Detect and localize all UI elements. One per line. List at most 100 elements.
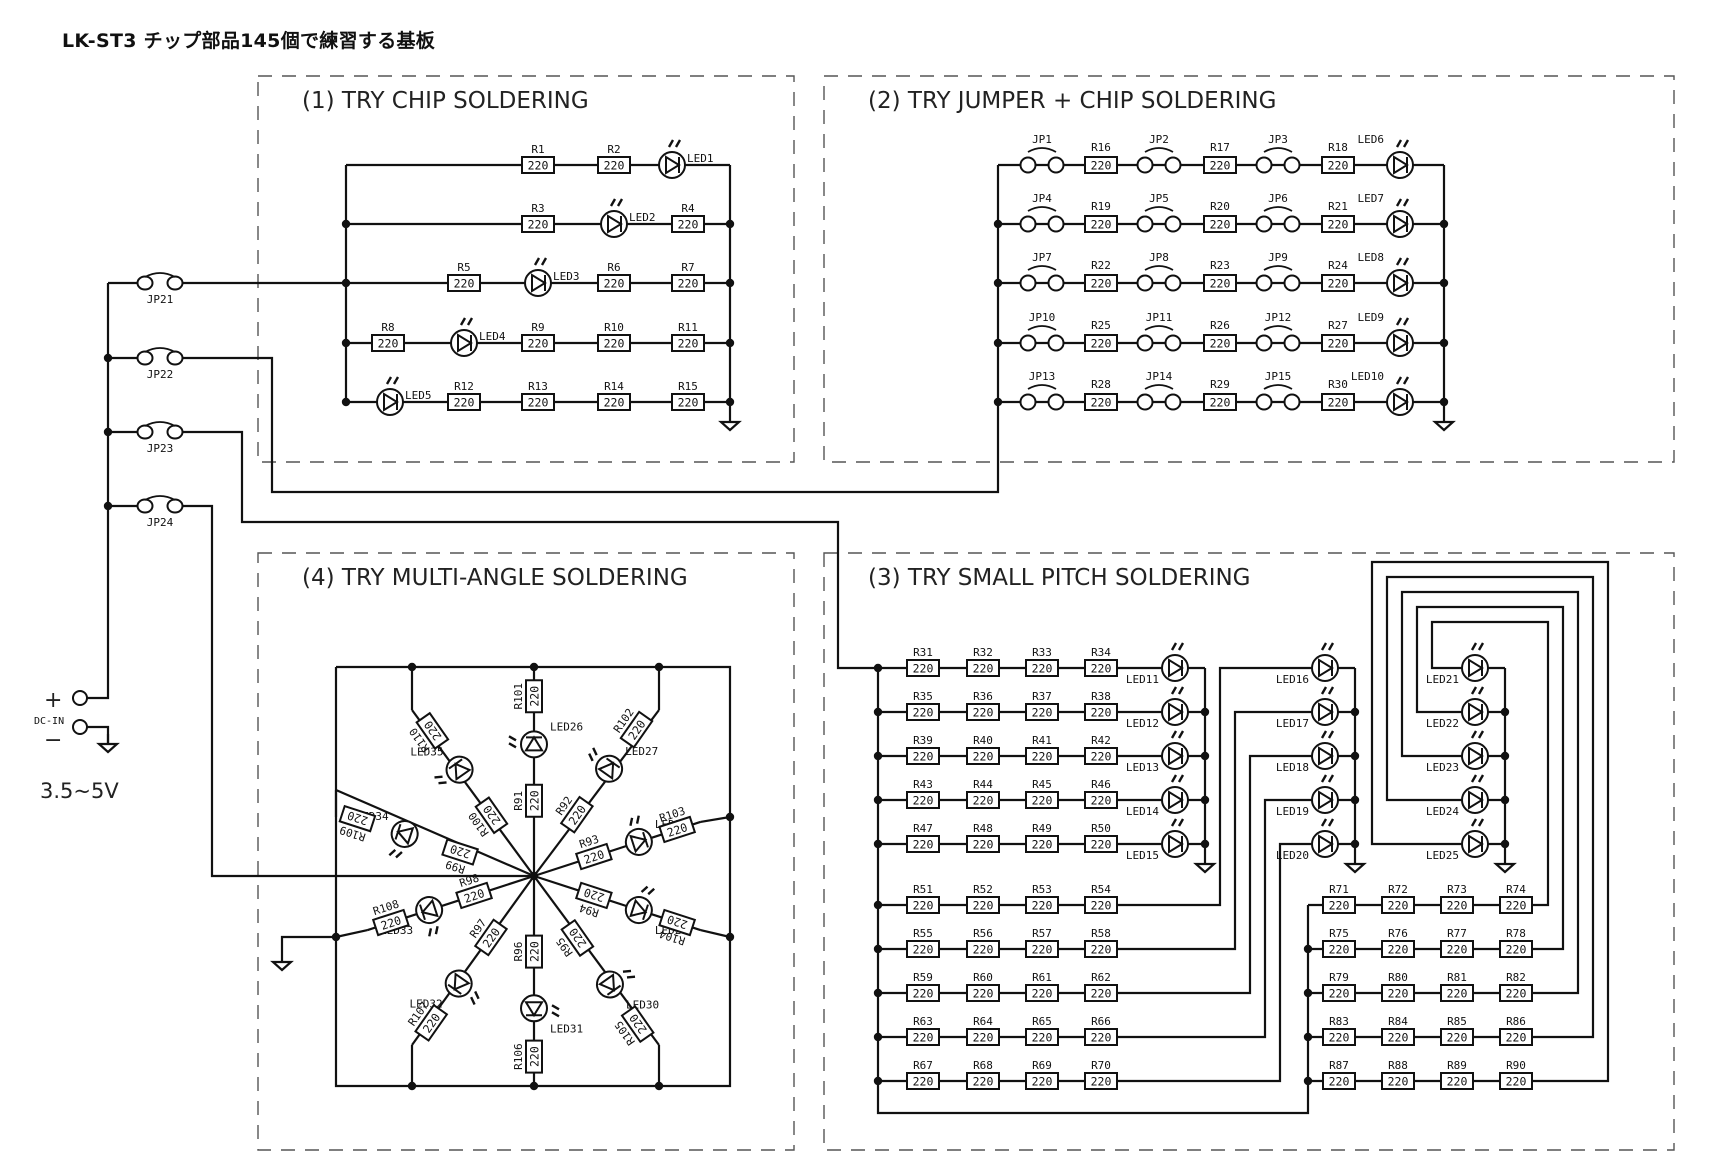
- resistor-label: R56: [973, 927, 993, 940]
- led-body: [1311, 654, 1339, 682]
- jumper-jp9[interactable]: JP9: [1255, 251, 1301, 292]
- resistor-body: [966, 1072, 1000, 1090]
- resistor-label: R19: [1091, 200, 1111, 213]
- resistor-value: 220: [1091, 662, 1112, 676]
- led-led4: LED4: [450, 317, 506, 357]
- led-label: LED6: [1358, 133, 1385, 146]
- resistor-body: [447, 393, 481, 411]
- jumper-jp23[interactable]: JP23: [136, 421, 184, 455]
- jumper-label: JP8: [1149, 251, 1169, 264]
- junction-dot: [103, 427, 113, 437]
- diode-symbol: [447, 972, 471, 995]
- jumper-jp14[interactable]: JP14: [1136, 370, 1182, 411]
- jumper-jp6[interactable]: JP6: [1255, 192, 1301, 233]
- resistor-value: 220: [1032, 1075, 1053, 1089]
- resistor-value: 220: [678, 277, 699, 291]
- resistor-value: 220: [973, 987, 994, 1001]
- resistor-value: 220: [973, 706, 994, 720]
- jumper-jp3[interactable]: JP3: [1255, 133, 1301, 174]
- resistor-body: [1321, 334, 1355, 352]
- resistor-label: R74: [1506, 883, 1526, 896]
- led-led19: LED19: [1276, 774, 1339, 818]
- resistor-label: R63: [913, 1015, 933, 1028]
- jumper-jp1[interactable]: JP1: [1019, 133, 1065, 174]
- jumper-jp21[interactable]: JP21: [136, 272, 184, 306]
- light-emission-icon: [1470, 730, 1485, 739]
- jumper-jp11[interactable]: JP11: [1136, 311, 1182, 352]
- section-3-box: [823, 552, 1675, 1151]
- led-body: [1161, 654, 1189, 682]
- resistor-label: R30: [1328, 378, 1348, 391]
- led-body: [624, 896, 653, 925]
- resistor-label: R42: [1091, 734, 1111, 747]
- resistor-label: R76: [1388, 927, 1408, 940]
- resistor-body: [1440, 1072, 1474, 1090]
- jumper-bridge-icon: [1027, 206, 1057, 212]
- resistor-body: [1322, 984, 1356, 1002]
- light-emission-icon: [385, 376, 400, 385]
- junction-dot: [873, 1032, 883, 1042]
- light-emission-icon: [1320, 686, 1335, 695]
- led-led9: LED9: [1358, 311, 1414, 357]
- jumper-jp7[interactable]: JP7: [1019, 251, 1065, 292]
- wire-jp24-s4: [182, 504, 534, 878]
- led-led12: LED12: [1126, 686, 1189, 730]
- jumper-jp22[interactable]: JP22: [136, 347, 184, 381]
- resistor-label: R14: [604, 380, 624, 393]
- resistor-label: R106: [512, 1043, 525, 1070]
- jumper-jp13[interactable]: JP13: [1019, 370, 1065, 411]
- jumper-jp2[interactable]: JP2: [1136, 133, 1182, 174]
- resistor-value: 220: [1447, 1031, 1468, 1045]
- wire: [280, 935, 336, 952]
- resistor-value: 220: [1447, 987, 1468, 1001]
- resistor-body: [906, 747, 940, 765]
- junction-dot: [725, 278, 735, 288]
- diode-symbol: [597, 757, 621, 781]
- diode-symbol: [1393, 155, 1409, 175]
- resistor-label: R52: [973, 883, 993, 896]
- diode-symbol: [1318, 834, 1334, 854]
- jumper-jp12[interactable]: JP12: [1255, 311, 1301, 352]
- jumper-jp5[interactable]: JP5: [1136, 192, 1182, 233]
- resistor-value: 220: [1328, 396, 1349, 410]
- led-led20: LED20: [1276, 818, 1339, 862]
- light-emission-icon: [428, 926, 439, 937]
- resistor-label: R3: [531, 202, 544, 215]
- resistor-value: 220: [1388, 943, 1409, 957]
- jumper-jp8[interactable]: JP8: [1136, 251, 1182, 292]
- led-label: LED16: [1276, 673, 1309, 686]
- resistor-label: R99: [444, 857, 467, 876]
- resistor-label: R70: [1091, 1059, 1111, 1072]
- jumper-jp4[interactable]: JP4: [1019, 192, 1065, 233]
- resistor-label: R84: [1388, 1015, 1408, 1028]
- resistor-label: R61: [1032, 971, 1052, 984]
- led-body: [524, 269, 552, 297]
- led-body: [1161, 742, 1189, 770]
- resistor-label: R83: [1329, 1015, 1349, 1028]
- resistor-label: R91: [512, 791, 525, 811]
- resistor-body: [525, 783, 543, 818]
- jumper-jp10[interactable]: JP10: [1019, 311, 1065, 352]
- led-led5: LED5: [376, 376, 432, 416]
- jumper-jp15[interactable]: JP15: [1255, 370, 1301, 411]
- led-label: LED10: [1351, 370, 1384, 383]
- light-emission-icon: [609, 198, 624, 207]
- jumper-jp24[interactable]: JP24: [136, 495, 184, 529]
- section-1-title: (1) TRY CHIP SOLDERING: [302, 88, 589, 114]
- diode-symbol: [1168, 658, 1184, 678]
- resistor-value: 220: [913, 943, 934, 957]
- light-emission-icon: [640, 885, 655, 896]
- diode-symbol: [1468, 834, 1484, 854]
- jumper-label: JP24: [147, 516, 174, 529]
